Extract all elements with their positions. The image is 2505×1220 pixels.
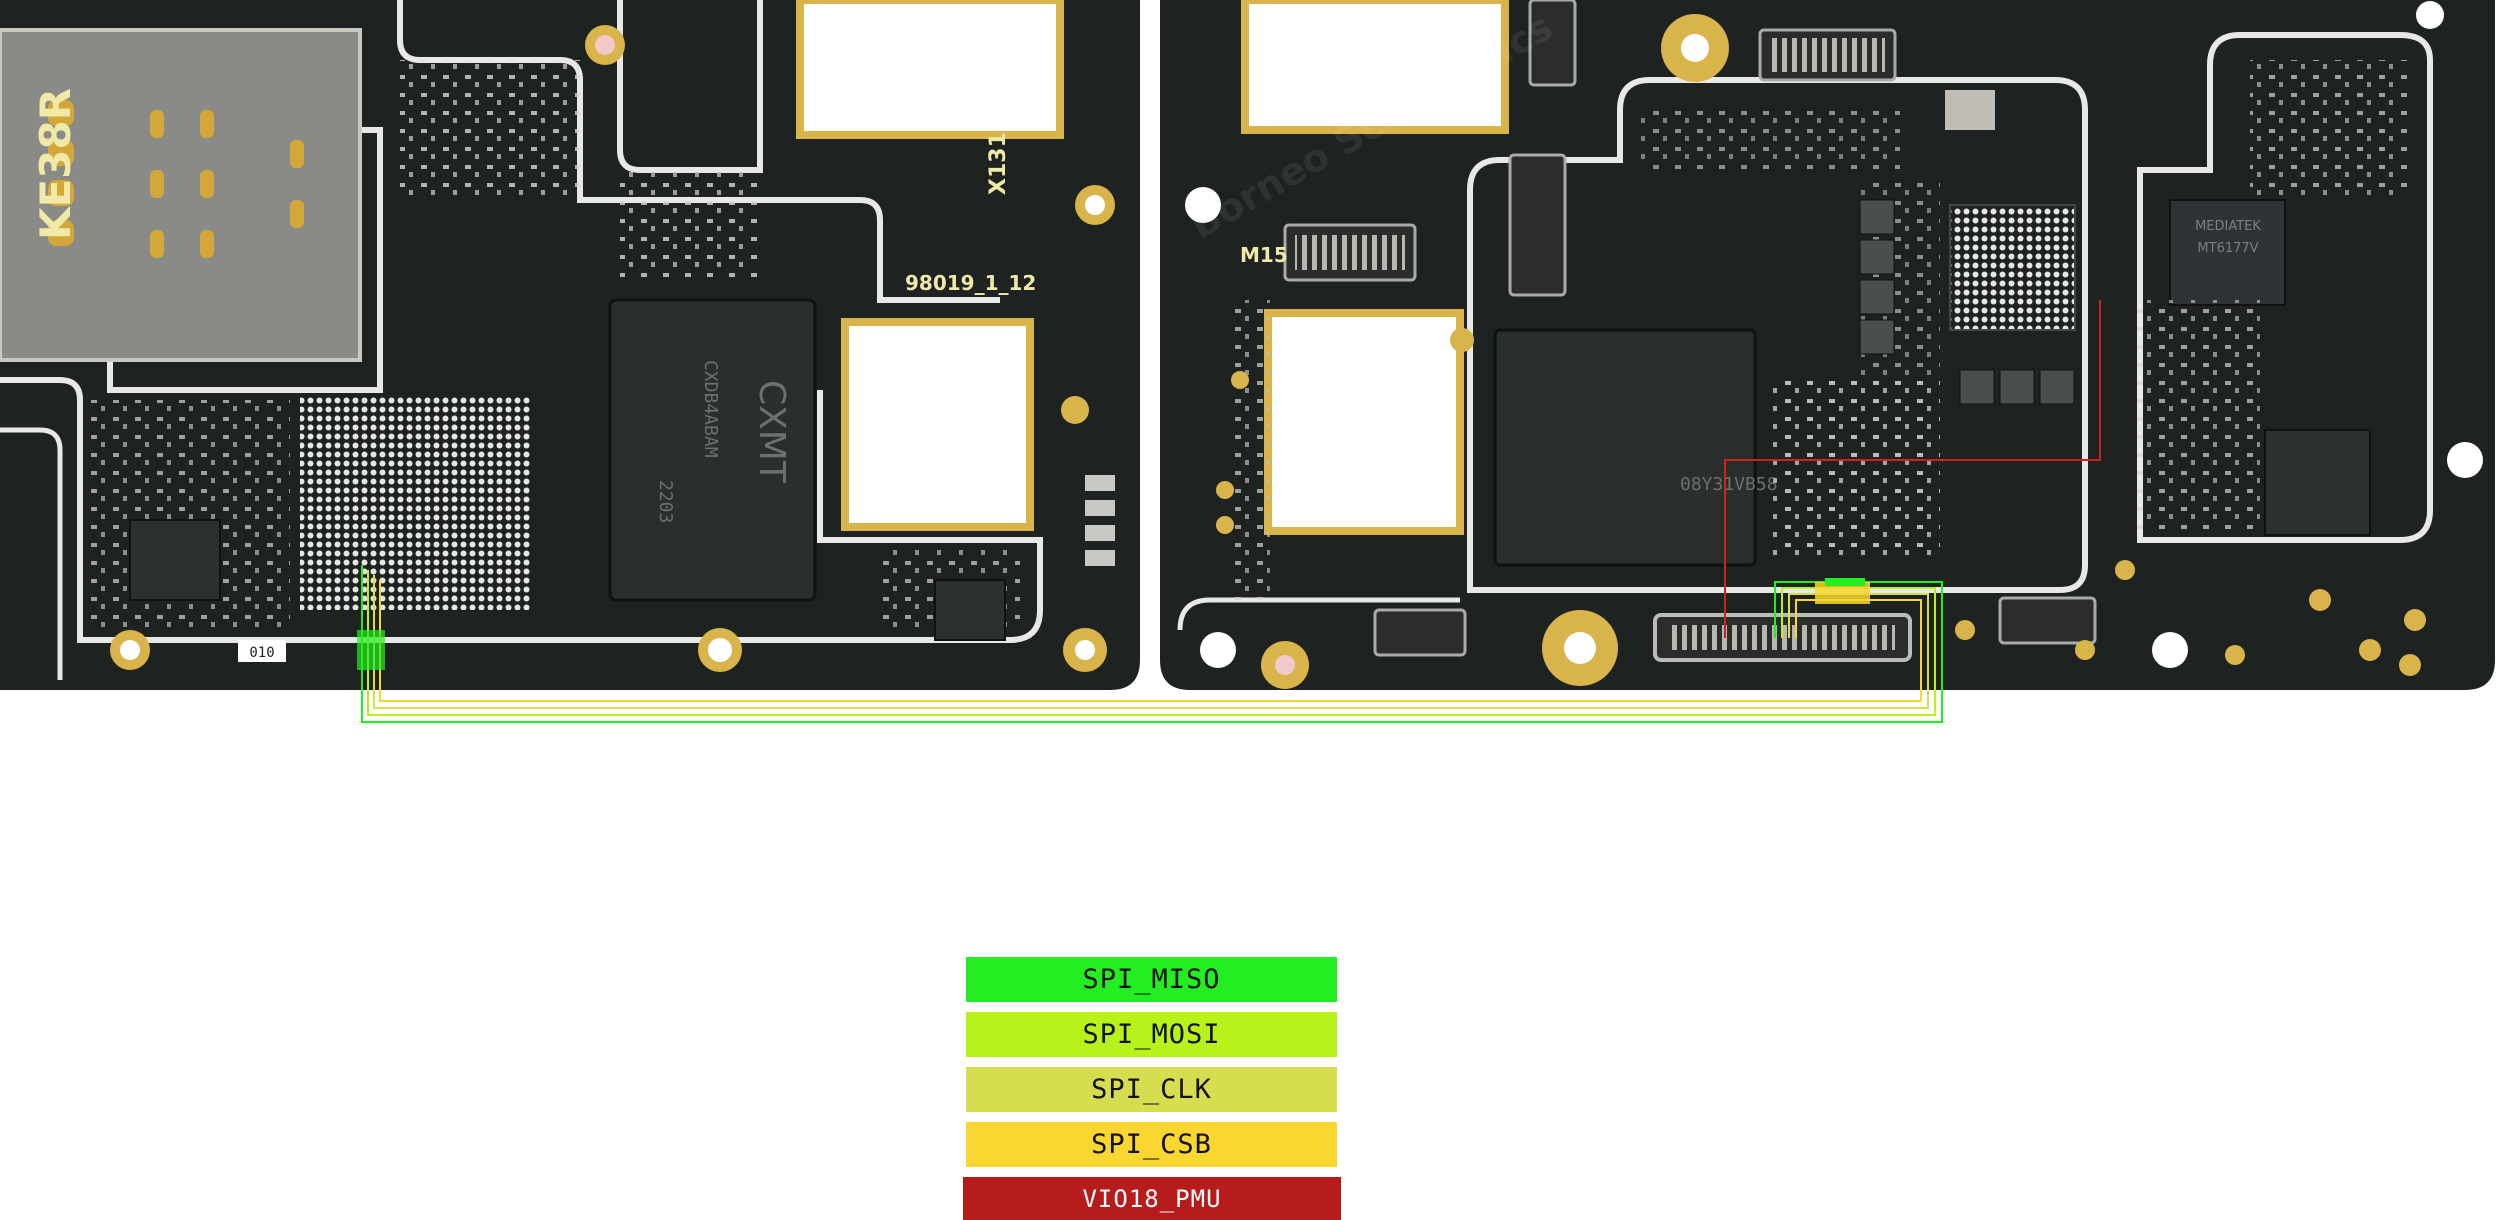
- legend-item-spi-mosi: SPI_MOSI: [966, 1012, 1337, 1057]
- sim-label: KE38R: [31, 88, 80, 240]
- net-traces: [357, 300, 2101, 723]
- right-board: 08Y31VB58 MEDIATEK MT6177V: [1160, 0, 2495, 690]
- ref-x131: X131: [986, 132, 1011, 195]
- board-code: 98019_1_12: [905, 271, 1036, 295]
- bga-chip: [1949, 204, 2076, 331]
- trace-csb: [379, 580, 1922, 702]
- ref-010: 010: [249, 645, 274, 661]
- legend-item-spi-miso: SPI_MISO: [966, 957, 1337, 1002]
- trace-vio18: [1724, 300, 2101, 638]
- trace-mosi: [367, 570, 1936, 716]
- trace-clk: [373, 575, 1929, 709]
- nand-chip: [1493, 328, 1757, 567]
- svg-text:2203: 2203: [655, 480, 676, 523]
- rf-chip: [2169, 199, 2286, 306]
- legend-item-spi-clk: SPI_CLK: [966, 1067, 1337, 1112]
- svg-text:08Y31VB58: 08Y31VB58: [1680, 474, 1778, 495]
- bga-pads: [300, 395, 532, 610]
- memory-chip: [608, 298, 817, 602]
- svg-text:CXMT: CXMT: [751, 380, 792, 484]
- ref-m15: M15: [1240, 243, 1288, 267]
- svg-text:MEDIATEK: MEDIATEK: [2195, 219, 2261, 234]
- svg-text:MT6177V: MT6177V: [2197, 241, 2258, 256]
- left-board: KE38R CXMT CXDB4ABAM 2203: [0, 0, 1140, 690]
- legend-item-vio18-pmu: VIO18_PMU: [963, 1177, 1341, 1220]
- legend-item-spi-csb: SPI_CSB: [966, 1122, 1337, 1167]
- svg-text:CXDB4ABAM: CXDB4ABAM: [700, 360, 721, 458]
- trace-miso: [361, 565, 1943, 723]
